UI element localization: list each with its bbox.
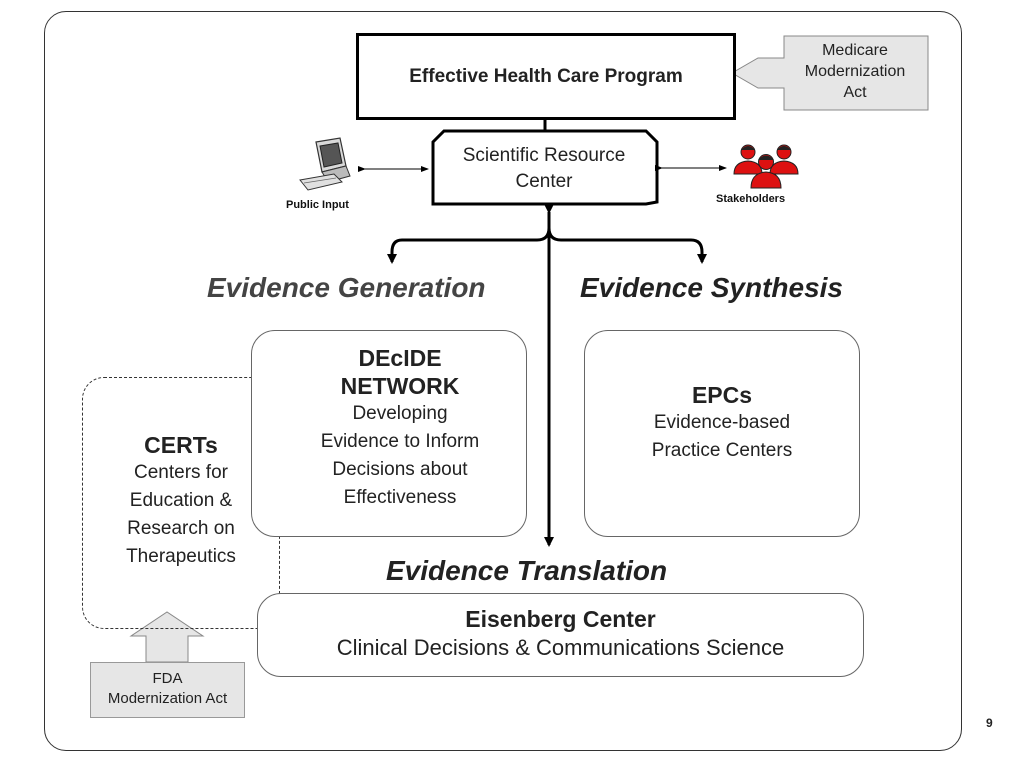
stakeholders-label: Stakeholders (716, 193, 786, 205)
program-title: Effective Health Care Program (409, 65, 683, 87)
src-label: Scientific Resource Center (432, 143, 656, 195)
epcs-line: Evidence-based (653, 412, 791, 433)
heading-evidence-translation: Evidence Translation (386, 555, 668, 586)
certs-text: CERTs Centers for Education & Research o… (92, 431, 270, 571)
branch-left-arrow (387, 227, 551, 264)
certs-title: CERTs (144, 432, 218, 458)
certs-line: Centers for (134, 462, 228, 483)
src-box-shape (431, 129, 659, 206)
epcs-text: EPCs Evidence-based Practice Centers (600, 381, 844, 465)
decide-title1: DEcIDE (358, 345, 442, 371)
medicare-line1: Medicare (822, 42, 888, 59)
certs-line: Therapeutics (126, 546, 236, 567)
decide-text: DEcIDE NETWORK Developing Evidence to In… (280, 344, 520, 512)
epcs-line: Practice Centers (651, 440, 793, 461)
src-line2: Center (515, 171, 573, 192)
eisenberg-title: Eisenberg Center (465, 606, 656, 632)
src-line1: Scientific Resource (462, 145, 626, 166)
page-number: 9 (986, 716, 993, 730)
certs-line: Education & (129, 490, 233, 511)
eisenberg-text: Eisenberg Center Clinical Decisions & Co… (262, 605, 859, 663)
decide-title2: NETWORK (340, 373, 460, 399)
branch-right-arrow (547, 227, 707, 264)
decide-box (251, 330, 527, 537)
heading-evidence-generation: Evidence Generation (207, 272, 486, 303)
slide-frame (44, 11, 962, 751)
program-box: Effective Health Care Program (356, 33, 736, 120)
public-input-label: Public Input (286, 199, 349, 211)
certs-line: Research on (127, 518, 235, 539)
decide-line: Developing (352, 403, 448, 424)
fda-line1: FDA (152, 670, 183, 687)
stakeholders-icon (733, 144, 799, 189)
fda-line2: Modernization Act (107, 690, 228, 707)
fda-arrow-shape (129, 611, 205, 663)
decide-line: Evidence to Inform (320, 431, 480, 452)
medicare-line2: Modernization (804, 63, 906, 80)
epcs-box (584, 330, 860, 537)
fda-box: FDA Modernization Act (90, 662, 245, 718)
heading-evidence-synthesis: Evidence Synthesis (580, 272, 844, 303)
epcs-title: EPCs (691, 382, 753, 408)
decide-line: Effectiveness (343, 487, 457, 508)
eisenberg-box (257, 593, 864, 677)
eisenberg-subtitle: Clinical Decisions & Communications Scie… (336, 635, 785, 660)
medicare-arrow-shape (730, 35, 929, 111)
computer-icon (299, 137, 351, 191)
medicare-line3: Act (843, 84, 867, 101)
decide-line: Decisions about (332, 459, 468, 480)
medicare-label: Medicare Modernization Act (780, 40, 930, 103)
